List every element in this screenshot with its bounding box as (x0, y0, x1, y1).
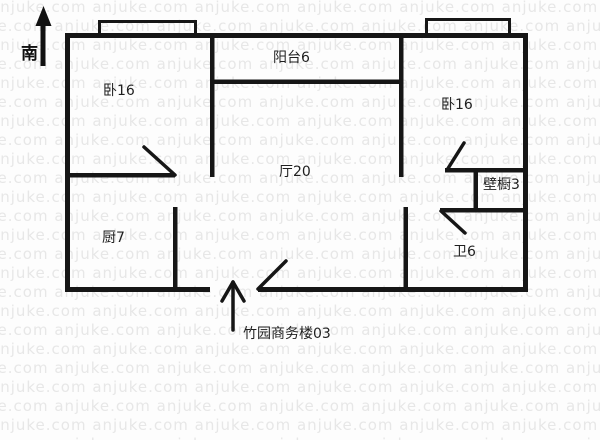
watermark-row: anjuke.com anjuke.com anjuke.com anjuke.… (0, 188, 600, 206)
watermark-row: anjuke.com anjuke.com anjuke.com anjuke.… (0, 340, 600, 358)
door-swings (142, 141, 467, 291)
door-bedroom-right (445, 141, 466, 172)
watermark-row: anjuke.com anjuke.com anjuke.com anjuke.… (0, 397, 600, 415)
room-label-bedroom-left: 卧16 (103, 83, 135, 99)
building-name-label: 竹园商务楼03 (243, 326, 331, 342)
watermark-row: anjuke.com anjuke.com anjuke.com anjuke.… (0, 416, 600, 434)
door-entrance (256, 259, 288, 291)
window-symbols (98, 18, 511, 37)
watermark-row: anjuke.com anjuke.com anjuke.com anjuke.… (0, 226, 600, 244)
door-bedroom-left (142, 145, 177, 177)
room-label-closet: 壁橱3 (483, 177, 520, 193)
watermark-row: anjuke.com anjuke.com anjuke.com anjuke.… (0, 93, 600, 111)
entrance-arrow-icon (220, 280, 246, 332)
watermark-row: anjuke.com anjuke.com anjuke.com anjuke.… (0, 36, 600, 54)
room-label-bedroom-right: 卧16 (441, 97, 473, 113)
room-label-bathroom: 卫6 (453, 244, 476, 260)
watermark-row: anjuke.com anjuke.com anjuke.com anjuke.… (0, 302, 600, 320)
south-label: 南 (21, 44, 38, 64)
watermark-row: anjuke.com anjuke.com anjuke.com anjuke.… (0, 435, 600, 440)
watermark-row: anjuke.com anjuke.com anjuke.com anjuke.… (0, 321, 600, 339)
watermark-row: anjuke.com anjuke.com anjuke.com anjuke.… (0, 131, 600, 149)
door-bathroom (439, 209, 467, 235)
room-label-balcony: 阳台6 (273, 50, 310, 66)
room-label-kitchen: 厨7 (102, 230, 125, 246)
watermark-row: anjuke.com anjuke.com anjuke.com anjuke.… (0, 245, 600, 263)
watermark-row: anjuke.com anjuke.com anjuke.com anjuke.… (0, 264, 600, 282)
room-label-living-room: 厅20 (279, 164, 311, 180)
watermark-row: anjuke.com anjuke.com anjuke.com anjuke.… (0, 378, 600, 396)
south-arrow-icon (35, 6, 52, 66)
watermark-row: anjuke.com anjuke.com anjuke.com anjuke.… (0, 55, 600, 73)
watermark-row: anjuke.com anjuke.com anjuke.com anjuke.… (0, 112, 600, 130)
watermark-row: anjuke.com anjuke.com anjuke.com anjuke.… (0, 359, 600, 377)
outer-walls (65, 33, 528, 292)
watermark-row: anjuke.com anjuke.com anjuke.com anjuke.… (0, 0, 600, 16)
interior-walls (65, 36, 525, 290)
